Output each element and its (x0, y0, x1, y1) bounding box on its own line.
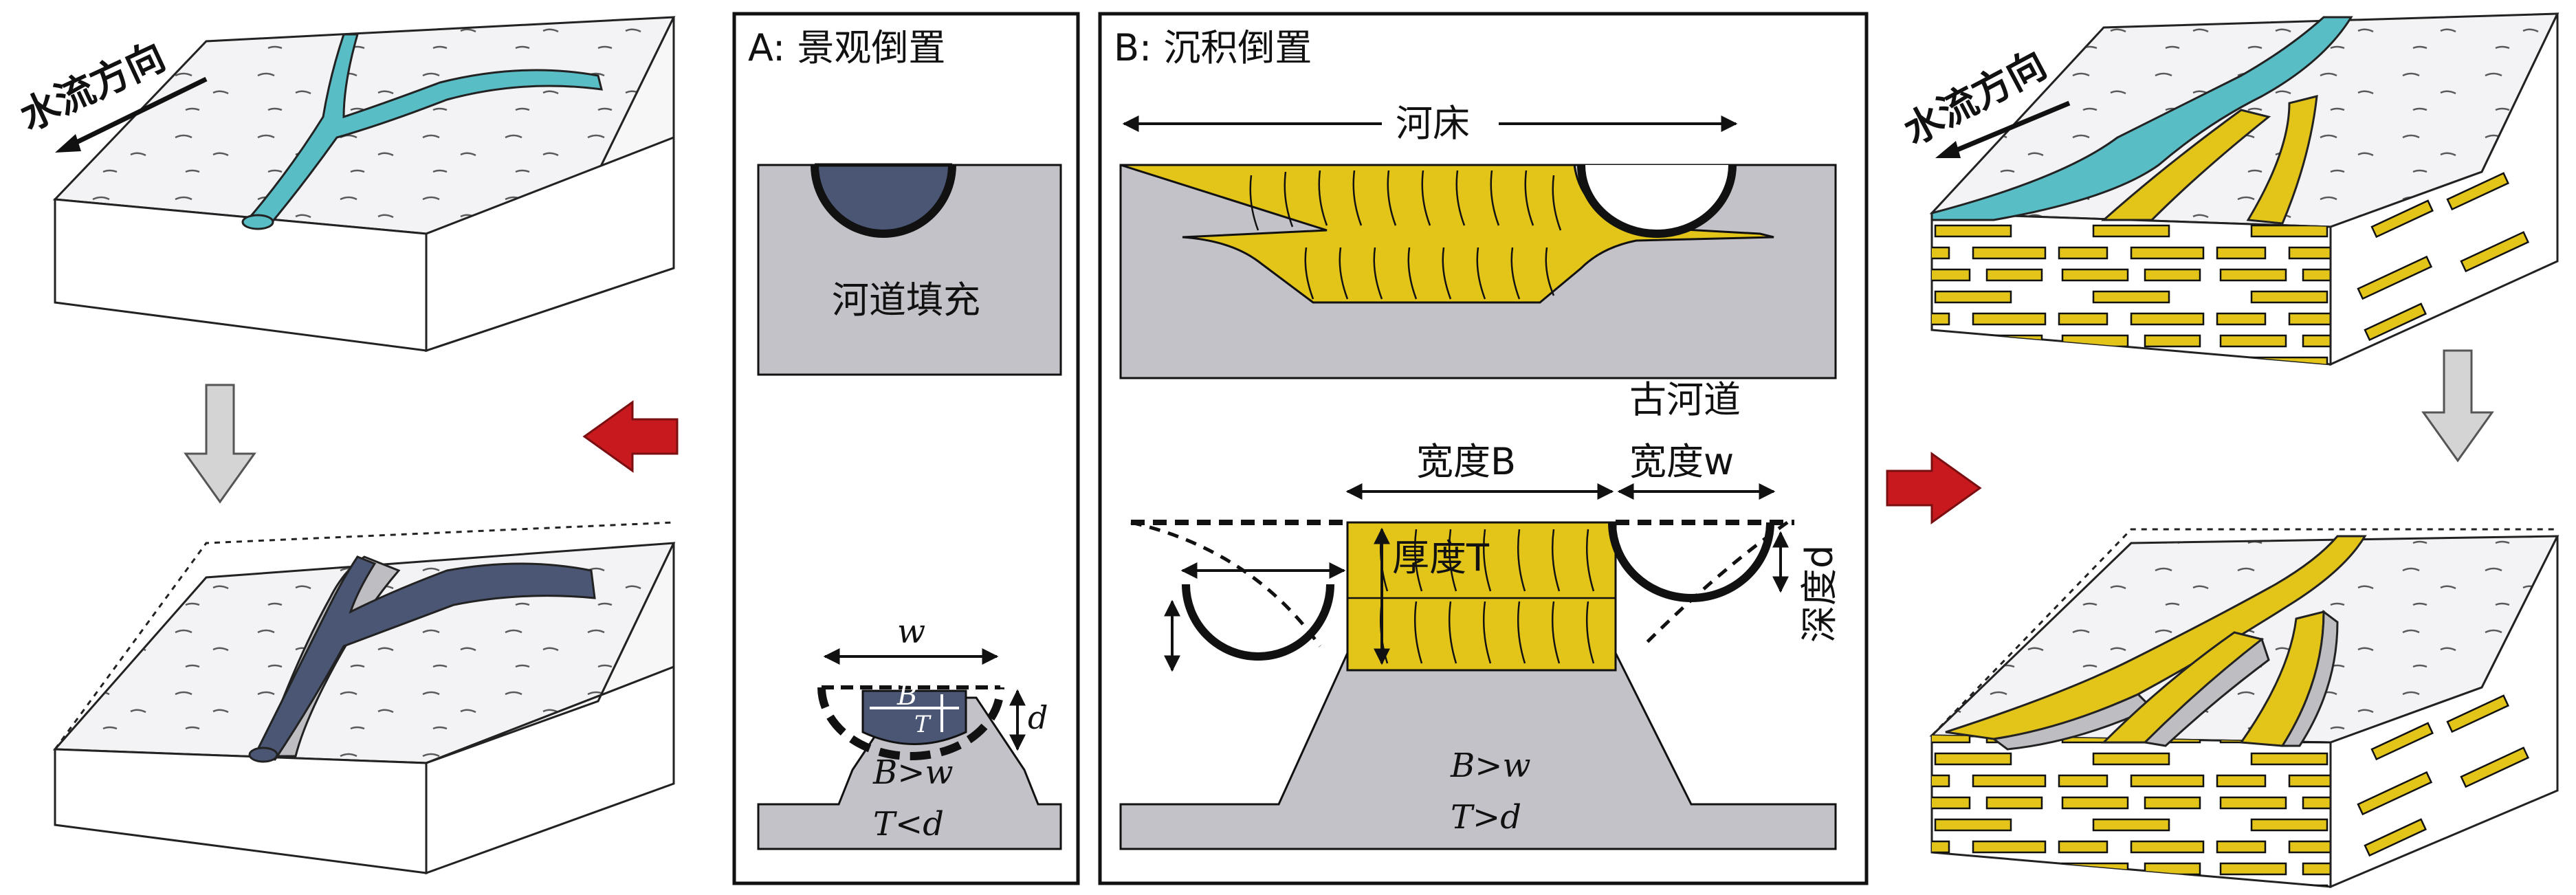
red-arrow-left (582, 400, 679, 473)
b-rel1: B>w (1450, 747, 1531, 785)
left-bottom-block (52, 521, 676, 875)
red-arrow-right (1886, 452, 1982, 524)
inverted-channel (252, 555, 596, 761)
a-rel2: T<d (873, 805, 944, 843)
right-bottom-block (1929, 528, 2560, 889)
river-channel-right (1930, 16, 2353, 221)
channel-fill-upper (815, 165, 952, 234)
left-top-block: 水流方向 (14, 16, 676, 353)
depth-label: 深度d (1798, 545, 1841, 643)
a-t-label: T (914, 711, 932, 738)
a-rel1: B>w (872, 753, 954, 792)
channel-fill-label: 河道填充 (832, 278, 980, 322)
panel-b: B: 沉积倒置 河床 (1098, 12, 1869, 885)
width-w-label: 宽度w (1629, 440, 1734, 483)
down-arrow-left (184, 384, 256, 504)
right-top-block: 水流方向 (1897, 12, 2560, 366)
a-d-label: d (1028, 699, 1048, 736)
a-b-label: B (896, 680, 917, 711)
a-w-label: w (897, 612, 925, 651)
panel-a-title: A: 景观倒置 (748, 26, 945, 69)
panel-b-title: B: 沉积倒置 (1114, 26, 1312, 69)
down-arrow-right (2421, 349, 2494, 463)
panel-a: A: 景观倒置 河道填充 w B T d B>w T<d (732, 12, 1080, 885)
river-channel (245, 33, 603, 228)
riverbed-label: 河床 (1396, 102, 1470, 145)
width-b-label: 宽度B (1416, 440, 1516, 483)
b-rel2: T>d (1451, 798, 1521, 837)
paleo-channel-label: 古河道 (1629, 378, 1741, 421)
sediment-lower (1346, 521, 1617, 672)
thickness-label: 厚度T (1392, 536, 1490, 579)
